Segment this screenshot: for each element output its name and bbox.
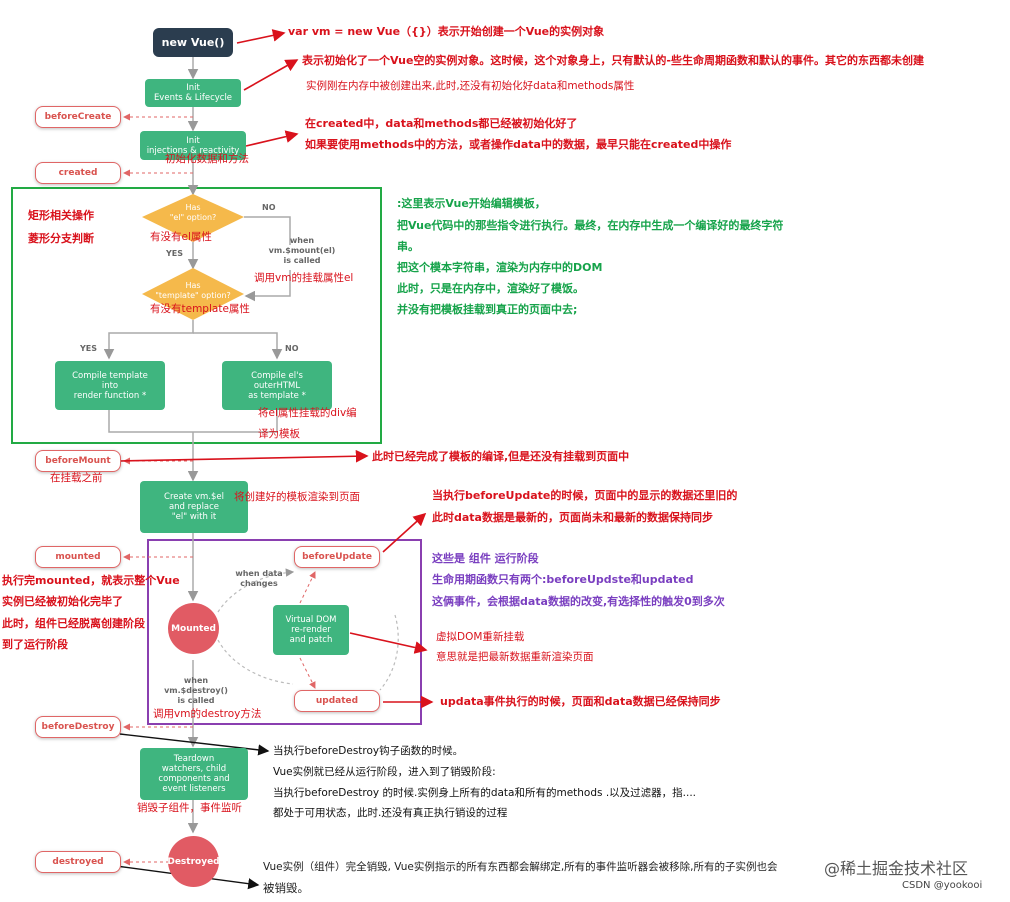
destroyed-circle-label: Destroyed (167, 856, 220, 867)
note-compile-6: 并没有把模板挂载到真正的页面中去; (397, 303, 578, 316)
note-before-mount-cn: 在挂载之前 (50, 472, 103, 484)
note-diamond-branch: 菱形分支判断 (28, 232, 94, 245)
hook-updated-label: updated (315, 696, 359, 706)
note-mounted-1: 执行完mounted，就表示整个Vue (2, 574, 180, 587)
hook-mounted-label: mounted (55, 552, 101, 562)
note-init-empty: 表示初始化了一个Vue空的实例对象。这时候，这个对象身上，只有默认的-些生命周期… (302, 54, 924, 67)
hook-before-mount: beforeMount (35, 450, 121, 472)
note-mounted-3: 此时，组件已经脱离创建阶段 (2, 617, 145, 630)
note-before-destroy-1: 当执行beforeDestroy钩子函数的时候。 (273, 745, 464, 757)
create-el-node: Create vm.$el and replace "el" with it (140, 481, 248, 533)
note-compile-el-2: 译为模板 (258, 428, 300, 440)
note-destroyed-1: Vue实例（组件）完全销毁, Vue实例指示的所有东西都会解绑定,所有的事件监听… (263, 861, 778, 873)
edge-label-when-destroy: when vm.$destroy() is called (164, 676, 228, 705)
new-vue-label: new Vue() (161, 36, 225, 49)
has-el-diamond (142, 194, 244, 242)
hook-mounted: mounted (35, 546, 121, 568)
note-created-1: 在created中，data和methods都已经被初始化好了 (305, 117, 578, 130)
compile-el-label: Compile el's outerHTML as template * (248, 370, 306, 401)
init-injections-label: Init injections & reactivity (146, 135, 240, 156)
note-before-update-1: 当执行beforeUpdate的时候，页面中的显示的数据还里旧的 (432, 489, 738, 502)
create-el-label: Create vm.$el and replace "el" with it (164, 492, 224, 522)
note-mount-el: 调用vm的挂载属性el (254, 272, 354, 284)
edge-label-yes-1: YES (166, 249, 184, 258)
hook-before-create: beforeCreate (35, 106, 121, 128)
init-injections-node: Init injections & reactivity (140, 131, 246, 160)
hook-before-destroy: beforeDestroy (35, 716, 121, 738)
hook-created: created (35, 162, 121, 184)
watermark-sub: CSDN @yookooi (902, 880, 983, 891)
watermark-main: @稀土掘金技术社区 (824, 859, 969, 878)
hook-destroyed: destroyed (35, 851, 121, 873)
hook-before-mount-label: beforeMount (45, 456, 111, 466)
hook-updated: updated (294, 690, 380, 712)
note-updated: updata事件执行的时候，页面和data数据已经保持同步 (440, 695, 721, 708)
edge-label-when-data: when data changes (235, 569, 283, 588)
note-before-destroy-2: Vue实例就已经从运行阶段，进入到了销毁阶段: (273, 766, 496, 778)
note-created-2: 如果要使用methods中的方法，或者操作data中的数据，最早只能在creat… (305, 138, 732, 151)
note-vdom-2: 意思就是把最新数据重新渲染页面 (436, 651, 594, 663)
compile-el-node: Compile el's outerHTML as template * (222, 361, 332, 410)
note-teardown: 销毁子组件，事件监听 (137, 802, 242, 814)
note-rect-ops: 矩形相关操作 (28, 209, 94, 222)
note-render-page: 将创建好的模板渲染到页面 (234, 491, 360, 503)
note-compile-el-1: 将el属性挂载的div编 (258, 407, 357, 419)
has-template-label: Has "template" option? (155, 281, 231, 300)
compile-template-label: Compile template into render function * (72, 370, 148, 401)
note-runtime-2: 生命用期函数只有两个:beforeUpdste和updated (432, 573, 694, 586)
note-compile-1: :这里表示Vue开始编辑模板， (397, 197, 546, 210)
note-new-vue: var vm = new Vue（{}）表示开始创建一个Vue的实例对象 (288, 25, 605, 38)
destroyed-circle: Destroyed (167, 836, 220, 887)
teardown-node: Teardown watchers, child components and … (140, 748, 248, 800)
note-runtime-3: 这俩事件，会根据data数据的改变,有选择性的触发0到多次 (432, 595, 725, 608)
compile-template-node: Compile template into render function * (55, 361, 165, 410)
teardown-label: Teardown watchers, child components and … (158, 754, 230, 794)
note-compile-2: 把Vue代码中的那些指令进行执行。最终，在内存中生成一个编译好的最终字符 (397, 219, 784, 232)
note-before-mount: 此时已经完成了模板的编译,但是还没有挂载到页面中 (372, 450, 630, 463)
note-mounted-2: 实例已经被初始化完毕了 (2, 595, 123, 608)
hook-before-update-label: beforeUpdate (302, 552, 372, 562)
note-init-data: 初始化数据和方法 (165, 153, 249, 165)
mounted-circle: Mounted (168, 603, 219, 654)
note-has-el: 有没有el属性 (150, 231, 212, 243)
edge-label-yes-2: YES (80, 344, 98, 353)
note-before-create: 实例刚在内存中被创建出来,此时,还没有初始化好data和methods属性 (306, 80, 635, 92)
note-mounted-4: 到了运行阶段 (2, 638, 68, 651)
new-vue-node: new Vue() (153, 28, 233, 57)
note-runtime-1: 这些是 组件 运行阶段 (432, 552, 539, 565)
note-vdom-1: 虚拟DOM重新挂载 (436, 631, 525, 643)
runtime-phase-frame (147, 539, 422, 725)
hook-created-label: created (58, 168, 98, 178)
has-el-label: Has "el" option? (169, 203, 217, 222)
note-compile-4: 把这个模本字符串，渲染为内存中的DOM (397, 261, 603, 274)
init-events-node: Init Events & Lifecycle (145, 79, 241, 107)
virtual-dom-label: Virtual DOM re-render and patch (285, 615, 337, 645)
virtual-dom-node: Virtual DOM re-render and patch (273, 605, 349, 655)
note-destroyed-2: 被销毁。 (263, 881, 309, 895)
hook-before-destroy-label: beforeDestroy (41, 722, 115, 732)
hook-before-update: beforeUpdate (294, 546, 380, 568)
note-before-destroy-3: 当执行beforeDestroy 的时候.实例身上所有的data和所有的meth… (273, 787, 697, 799)
edge-label-when-mount: when vm.$mount(el) is called (268, 236, 336, 265)
note-compile-3: 串。 (397, 240, 419, 253)
init-events-label: Init Events & Lifecycle (153, 83, 233, 103)
note-has-template: 有没有template属性 (150, 303, 250, 315)
has-template-diamond (142, 268, 244, 320)
note-compile-5: 此时，只是在内存中，渲染好了模饭。 (397, 282, 584, 295)
edge-label-no-2: NO (285, 344, 299, 353)
note-before-update-2: 此时data数据是最新的，页面尚未和最新的数据保持同步 (432, 511, 713, 524)
hook-before-create-label: beforeCreate (44, 112, 112, 122)
edge-label-no-1: NO (262, 203, 276, 212)
hook-destroyed-label: destroyed (52, 857, 104, 867)
mounted-circle-label: Mounted (171, 623, 216, 634)
note-before-destroy-4: 都处于可用状态，此时.还没有真正执行销设的过程 (273, 807, 508, 819)
note-call-destroy: 调用vm的destroy方法 (153, 708, 262, 720)
